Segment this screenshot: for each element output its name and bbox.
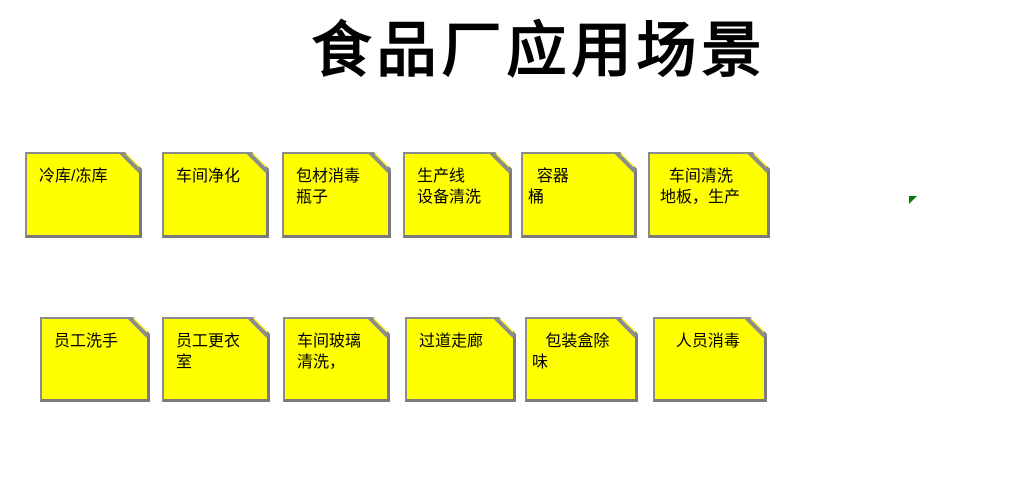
card-employee-changing-room[interactable]: 员工更衣 室 (162, 317, 270, 402)
card-text: 员工洗手 (54, 333, 119, 350)
card-text: 车间净化 (176, 168, 241, 185)
card-text: 包材消毒 瓶子 (296, 168, 361, 206)
card-text: 人员消毒 (667, 333, 740, 350)
card-container-barrel[interactable]: 容器 桶 (521, 152, 637, 238)
card-production-line-cleaning[interactable]: 生产线 设备清洗 (403, 152, 512, 238)
card-employee-handwash[interactable]: 员工洗手 (40, 317, 150, 402)
card-personnel-disinfection[interactable]: 人员消毒 (653, 317, 767, 402)
card-text: 车间清洗 地板，生产 (660, 168, 741, 206)
card-workshop-purification[interactable]: 车间净化 (162, 152, 269, 238)
card-text: 包装盒除 味 (532, 333, 610, 371)
card-packaging-disinfection[interactable]: 包材消毒 瓶子 (282, 152, 391, 238)
page-title: 食品厂应用场景 (311, 18, 767, 84)
card-text: 过道走廊 (419, 333, 484, 350)
card-text: 容器 桶 (528, 168, 569, 206)
card-packaging-box-deodorize[interactable]: 包装盒除 味 (525, 317, 638, 402)
card-corridor[interactable]: 过道走廊 (405, 317, 516, 402)
card-workshop-glass-cleaning[interactable]: 车间玻璃 清洗， (283, 317, 390, 402)
card-text: 员工更衣 室 (176, 333, 241, 371)
card-text: 冷库/冻库 (39, 168, 108, 185)
card-cold-storage[interactable]: 冷库/冻库 (25, 152, 142, 238)
card-text: 生产线 设备清洗 (417, 168, 482, 206)
card-text: 车间玻璃 清洗， (297, 333, 362, 371)
green-triangle-marker (909, 196, 917, 204)
card-workshop-floor-cleaning[interactable]: 车间清洗 地板，生产 (648, 152, 770, 238)
